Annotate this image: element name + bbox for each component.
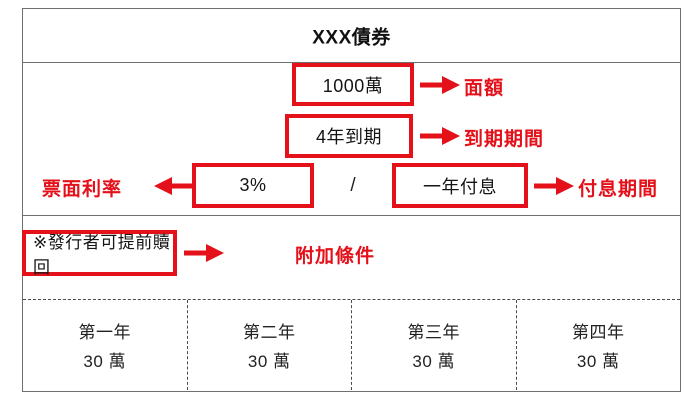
annotation-extra-condition: 附加條件: [295, 246, 376, 267]
schedule-cell-year-4: 第四年 30 萬: [517, 300, 681, 390]
coupon-rate-box: 3%: [192, 163, 314, 208]
bond-terms-row: [23, 63, 680, 216]
annotation-face-value: 面額: [464, 78, 505, 99]
schedule-year-label: 第四年: [572, 323, 625, 342]
term-separator: /: [350, 174, 356, 196]
arrow-right-icon: [420, 76, 460, 94]
arrow-right-icon: [184, 244, 224, 262]
schedule-cell-year-3: 第三年 30 萬: [352, 300, 517, 390]
schedule-amount-value: 30 萬: [576, 352, 620, 371]
face-value-box: 1000萬: [292, 63, 414, 106]
schedule-cell-year-2: 第二年 30 萬: [188, 300, 352, 390]
arrow-right-icon: [534, 177, 574, 195]
schedule-year-label: 第三年: [407, 323, 460, 342]
page-title: XXX債券: [312, 27, 391, 48]
arrow-right-icon: [420, 127, 460, 145]
schedule-year-label: 第一年: [78, 323, 131, 342]
annotation-coupon-rate: 票面利率: [42, 179, 123, 200]
bond-title-row: XXX債券: [23, 9, 680, 63]
bond-payment-schedule-row: 第一年 30 萬 第二年 30 萬 第三年 30 萬 第四年 30 萬: [23, 299, 680, 390]
schedule-amount-value: 30 萬: [412, 352, 456, 371]
arrow-left-icon: [154, 177, 194, 195]
schedule-amount-value: 30 萬: [83, 352, 127, 371]
schedule-amount-value: 30 萬: [247, 352, 291, 371]
schedule-year-label: 第二年: [243, 323, 296, 342]
payment-frequency-box: 一年付息: [392, 163, 528, 208]
schedule-cell-year-1: 第一年 30 萬: [23, 300, 188, 390]
annotation-maturity: 到期期間: [464, 129, 545, 150]
payment-schedule-columns: 第一年 30 萬 第二年 30 萬 第三年 30 萬 第四年 30 萬: [23, 300, 680, 390]
annotation-payment-frequency: 付息期間: [578, 179, 659, 200]
extra-condition-box: ※發行者可提前贖回: [22, 230, 177, 277]
maturity-box: 4年到期: [285, 114, 413, 158]
